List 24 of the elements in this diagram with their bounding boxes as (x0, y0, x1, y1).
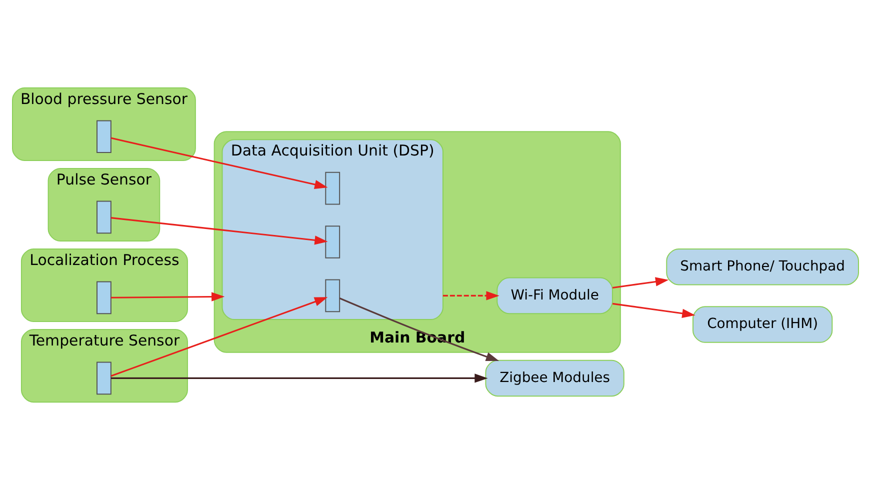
node-box: Wi-Fi Module (496, 277, 613, 314)
arrow (612, 302, 696, 318)
arrow (612, 277, 669, 289)
arrow (110, 217, 328, 245)
node-box (325, 226, 340, 258)
node-box (96, 120, 112, 154)
node-box (96, 281, 112, 314)
cluster: Localization Process (20, 248, 188, 322)
cluster: Temperature Sensor (20, 329, 188, 403)
node-box: Smart Phone/ Touchpad (666, 248, 859, 286)
node-box: Zigbee Modules (485, 360, 624, 397)
cluster: Data Acquisition Unit (DSP) (222, 139, 444, 320)
arrow (110, 374, 488, 383)
arrow (110, 297, 328, 377)
node-box: Computer (IHM) (692, 306, 833, 343)
node-box (325, 279, 340, 312)
cluster: Blood pressure Sensor (12, 87, 196, 161)
node-box (325, 172, 340, 205)
arrow (442, 291, 500, 300)
cluster: Pulse Sensor (48, 168, 160, 242)
arrow (111, 292, 225, 302)
arrow (110, 137, 328, 190)
node-box (96, 362, 112, 395)
node-box (96, 200, 112, 234)
